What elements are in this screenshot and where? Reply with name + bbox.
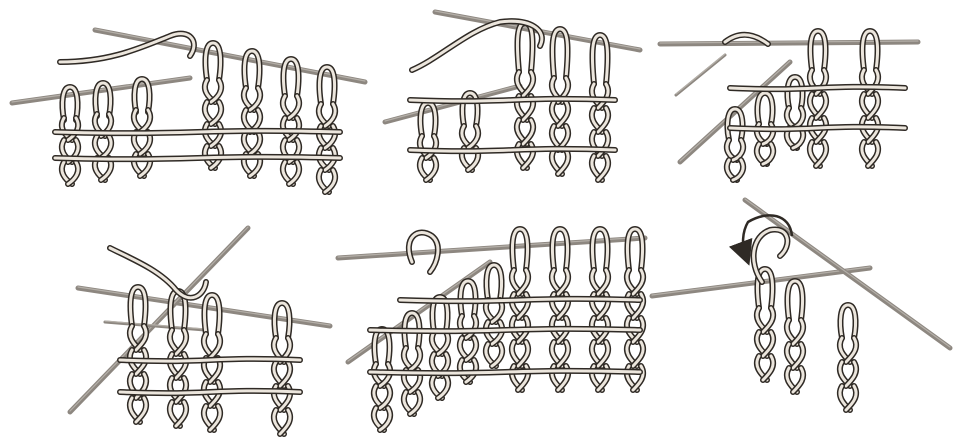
needle-highlight <box>338 237 645 257</box>
yarn-strand-fill <box>793 368 803 392</box>
yarn-strand-fill <box>176 330 186 354</box>
yarn-strand-fill <box>280 362 290 386</box>
yarn-strand-fill <box>280 410 290 434</box>
yarn-strand-fill <box>523 120 533 144</box>
yarn-strand-fill <box>763 332 773 356</box>
yarn-strand-fill <box>518 342 528 366</box>
yarn-strand-fill <box>633 270 643 294</box>
yarn-strand-fill <box>846 386 856 410</box>
yarn-strand-fill <box>793 344 803 368</box>
yarn-strand-fill <box>598 84 608 108</box>
panel-3 <box>660 31 918 180</box>
yarn-strand-fill <box>598 156 608 180</box>
yarn-strand-fill <box>210 406 220 430</box>
knitting-needle-icon <box>676 55 725 95</box>
yarn-strand-fill <box>846 338 856 362</box>
yarn-strand-fill <box>210 334 220 358</box>
yarn-strand-fill <box>598 342 608 366</box>
yarn-strand-fill <box>598 270 608 294</box>
yarn-strand-fill <box>518 270 528 294</box>
knitting-needle-icon <box>745 200 950 348</box>
yarn-strand-fill <box>176 402 186 426</box>
panel-2 <box>385 11 640 180</box>
yarn-strand-fill <box>763 356 773 380</box>
yarn-strand-fill <box>868 142 878 166</box>
yarn-strand-fill <box>793 320 803 344</box>
yarn-strand-fill <box>110 248 206 298</box>
yarn-strand-fill <box>558 102 568 126</box>
yarn-strand-fill <box>846 362 856 386</box>
yarn-strand-fill <box>868 94 878 118</box>
panel-4 <box>70 227 330 434</box>
yarn-strand-fill <box>763 308 773 332</box>
yarn-strand-fill <box>816 94 826 118</box>
yarn-strand-fill <box>523 72 533 96</box>
yarn-strand-fill <box>816 142 826 166</box>
yarn-strand-fill <box>558 150 568 174</box>
knitting-needle-icon <box>385 86 520 122</box>
yarn-strand-fill <box>176 354 186 378</box>
panel-1 <box>12 29 365 192</box>
yarn-strand-fill <box>868 70 878 94</box>
yarn-strand-fill <box>633 342 643 366</box>
needle-highlight <box>95 29 365 81</box>
panel-6 <box>652 199 950 410</box>
yarn-strand-fill <box>136 398 146 422</box>
needle-highlight <box>745 199 950 347</box>
needle-highlight <box>676 54 725 94</box>
panel-5 <box>338 229 645 430</box>
yarn-strand-fill <box>598 108 608 132</box>
yarn-strand-fill <box>558 270 568 294</box>
knitting-needle-icon <box>338 238 645 258</box>
knitting-needle-icon <box>95 30 365 82</box>
yarn-strand-fill <box>558 342 568 366</box>
